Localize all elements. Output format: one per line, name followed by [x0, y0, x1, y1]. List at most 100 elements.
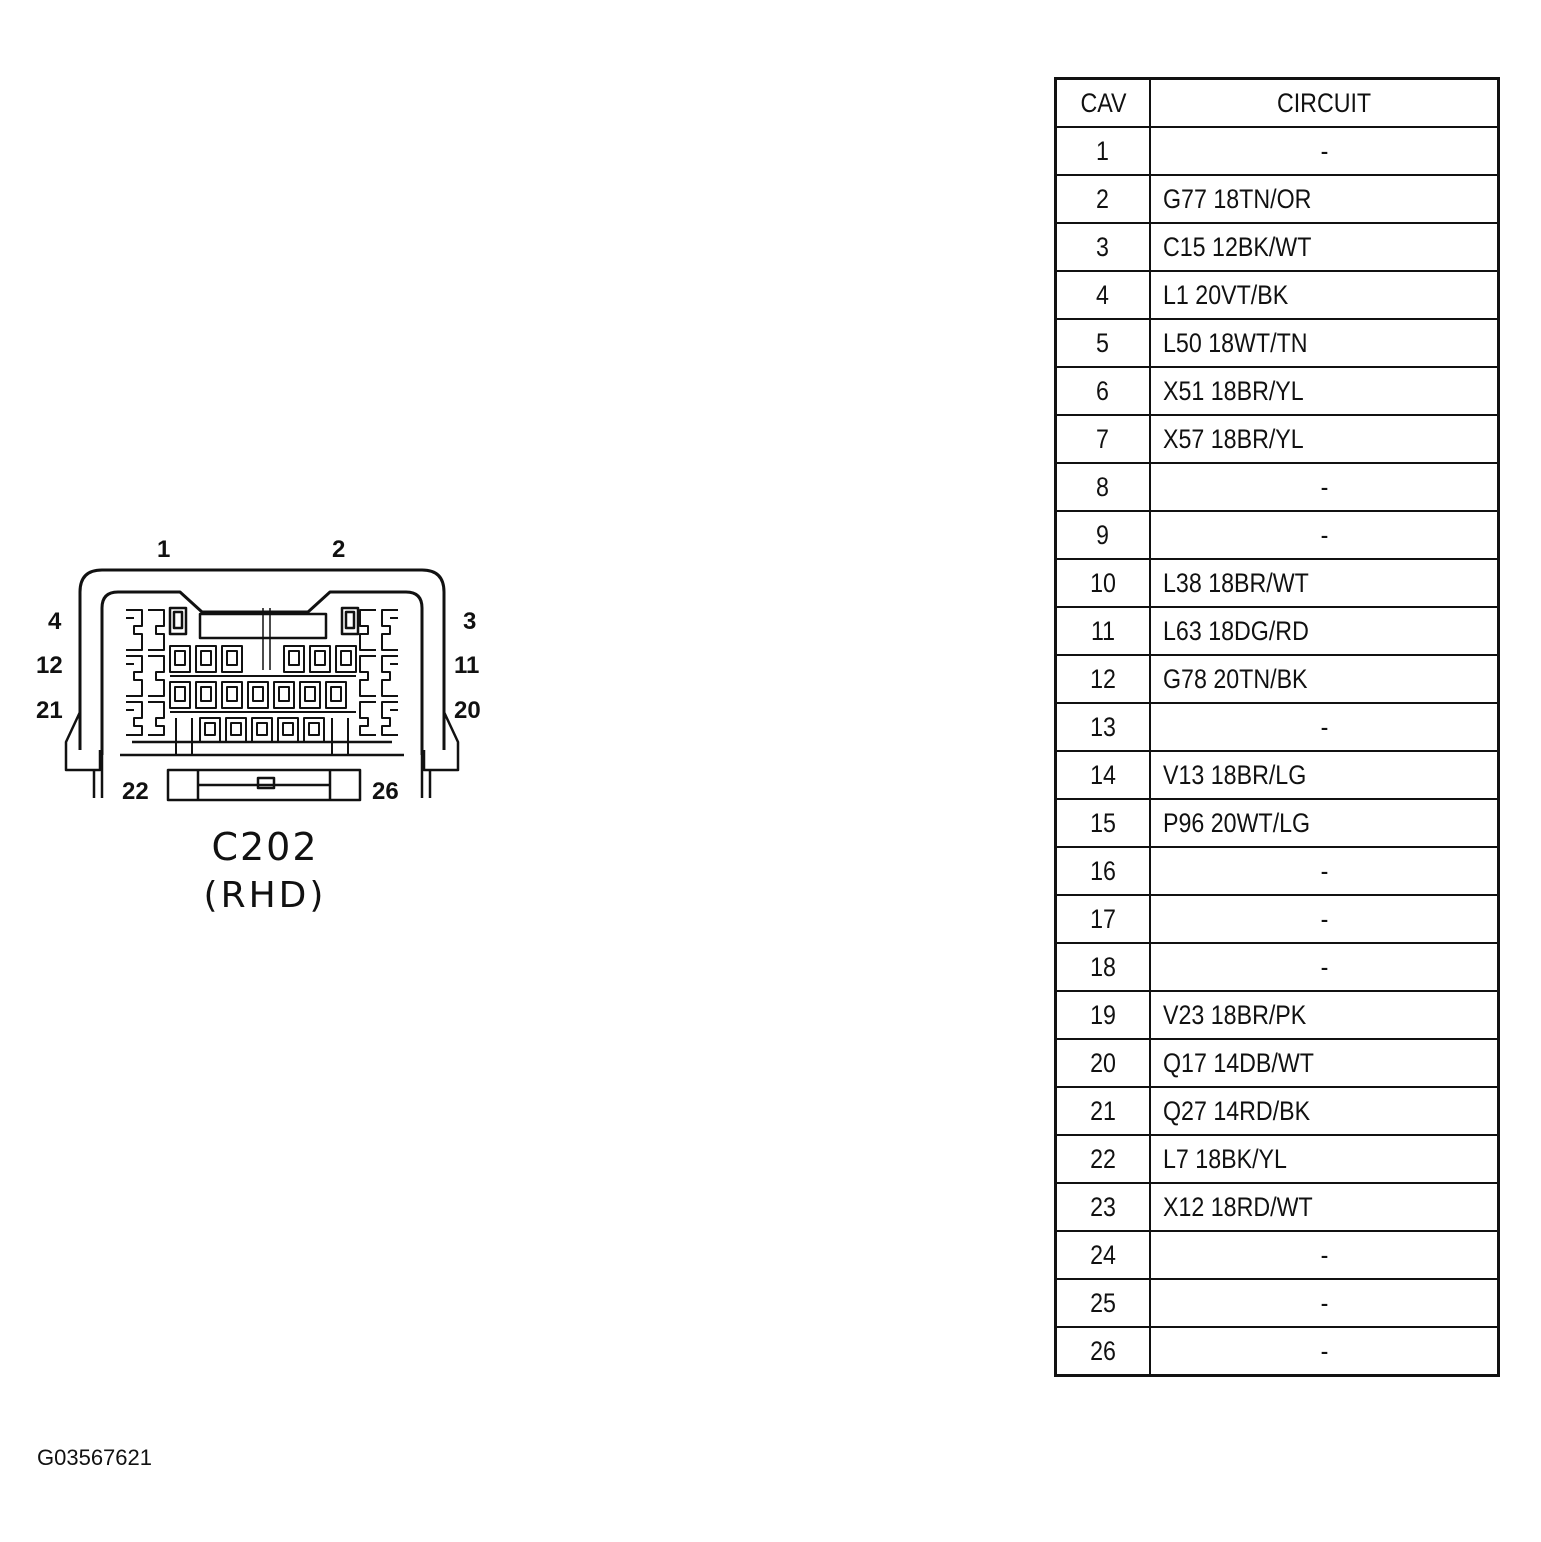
circuit-cell: -	[1149, 894, 1500, 944]
circuit-code: X57 18BR/YL	[1163, 423, 1304, 454]
cav-number: 6	[1096, 375, 1110, 406]
cav-cell: 11	[1054, 606, 1151, 656]
bottom-latch	[166, 768, 362, 802]
circuit-cell: Q27 14RD/BK	[1149, 1086, 1500, 1136]
table-row: 21 Q27 14RD/BK	[1054, 1086, 1500, 1136]
connector-inner-housing	[100, 590, 424, 755]
right-mounting-ear	[422, 711, 460, 772]
pin-label-11: 11	[454, 652, 480, 679]
circuit-code: -	[1320, 903, 1328, 934]
right-terminal-column	[359, 609, 398, 736]
table-row: 24 -	[1054, 1230, 1500, 1280]
cav-number: 13	[1090, 711, 1116, 742]
cav-cell: 19	[1054, 990, 1151, 1040]
cav-number: 8	[1096, 471, 1110, 502]
cav-cell: 3	[1054, 222, 1151, 272]
circuit-cell: Q17 14DB/WT	[1149, 1038, 1500, 1088]
circuit-cell: L38 18BR/WT	[1149, 558, 1500, 608]
cav-cell: 14	[1054, 750, 1151, 800]
cav-number: 16	[1090, 855, 1116, 886]
circuit-code: L1 20VT/BK	[1163, 279, 1289, 310]
circuit-code: V23 18BR/PK	[1163, 999, 1307, 1030]
cav-cell: 15	[1054, 798, 1151, 848]
pin-label-1: 1	[157, 536, 171, 563]
cav-cell: 22	[1054, 1134, 1151, 1184]
circuit-cell: -	[1149, 126, 1500, 176]
circuit-cell: -	[1149, 462, 1500, 512]
cav-cell: 9	[1054, 510, 1151, 560]
pin-label-2: 2	[332, 536, 346, 563]
circuit-code: C15 12BK/WT	[1163, 231, 1312, 262]
circuit-cell: X12 18RD/WT	[1149, 1182, 1500, 1232]
table-row: 23 X12 18RD/WT	[1054, 1182, 1500, 1232]
connector-face-view: 1 2 4 12 21 3 11 20 22 26	[30, 530, 500, 820]
circuit-cell: -	[1149, 702, 1500, 752]
cav-number: 10	[1090, 567, 1116, 598]
circuit-cell: -	[1149, 1278, 1500, 1328]
cav-cell: 24	[1054, 1230, 1151, 1280]
circuit-code: L7 18BK/YL	[1163, 1143, 1287, 1174]
cav-number: 17	[1090, 903, 1116, 934]
cav-number: 26	[1090, 1335, 1116, 1366]
cav-cell: 5	[1054, 318, 1151, 368]
circuit-code: P96 20WT/LG	[1163, 807, 1311, 838]
table-row: 8-	[1054, 462, 1500, 512]
circuit-code: Q17 14DB/WT	[1163, 1047, 1314, 1078]
cav-cell: 10	[1054, 558, 1151, 608]
circuit-cell: P96 20WT/LG	[1149, 798, 1500, 848]
circuit-code: -	[1320, 135, 1328, 166]
circuit-code: Q27 14RD/BK	[1163, 1095, 1311, 1126]
circuit-cell: -	[1149, 1326, 1500, 1377]
table-row: 2 G77 18TN/OR	[1054, 174, 1500, 224]
cav-number: 19	[1090, 999, 1116, 1030]
circuit-cell: X51 18BR/YL	[1149, 366, 1500, 416]
cavity-row-4	[175, 717, 349, 755]
cav-number: 23	[1090, 1191, 1116, 1222]
cav-cell: 7	[1054, 414, 1151, 464]
circuit-cell: L1 20VT/BK	[1149, 270, 1500, 320]
table-row: 22 L7 18BK/YL	[1054, 1134, 1500, 1184]
cav-number: 24	[1090, 1239, 1116, 1270]
cav-number: 22	[1090, 1143, 1116, 1174]
circuit-code: -	[1320, 1239, 1328, 1270]
cav-number: 7	[1096, 423, 1110, 454]
circuit-cell: L50 18WT/TN	[1149, 318, 1500, 368]
cav-cell: 13	[1054, 702, 1151, 752]
pin-label-22: 22	[122, 778, 149, 805]
cav-number: 18	[1090, 951, 1116, 982]
circuit-cell: G77 18TN/OR	[1149, 174, 1500, 224]
table-row: 16 -	[1054, 846, 1500, 896]
cav-number: 5	[1096, 327, 1110, 358]
circuit-cell: -	[1149, 1230, 1500, 1280]
cav-number: 25	[1090, 1287, 1116, 1318]
circuit-code: -	[1320, 1335, 1328, 1366]
table-row: 1-	[1054, 126, 1500, 176]
circuit-code: -	[1320, 711, 1328, 742]
table-row: 19 V23 18BR/PK	[1054, 990, 1500, 1040]
left-terminal-column	[126, 609, 165, 736]
cavity-1	[168, 606, 188, 636]
circuit-cell: C15 12BK/WT	[1149, 222, 1500, 272]
cav-number: 21	[1090, 1095, 1116, 1126]
pin-label-26: 26	[372, 778, 399, 805]
circuit-code: -	[1320, 519, 1328, 550]
circuit-code: -	[1320, 1287, 1328, 1318]
circuit-code: L50 18WT/TN	[1163, 327, 1308, 358]
circuit-code: G78 20TN/BK	[1163, 663, 1308, 694]
cav-number: 1	[1096, 135, 1110, 166]
table-row: 26 -	[1054, 1326, 1500, 1377]
cav-cell: 16	[1054, 846, 1151, 896]
circuit-cell: -	[1149, 846, 1500, 896]
table-row: 6 X51 18BR/YL	[1054, 366, 1500, 416]
connector-name: C202	[211, 825, 319, 869]
table-row: 10 L38 18BR/WT	[1054, 558, 1500, 608]
figure-id: G03567621	[37, 1445, 152, 1470]
table-row: 13 -	[1054, 702, 1500, 752]
cav-cell: 1	[1054, 126, 1151, 176]
circuit-cell: X57 18BR/YL	[1149, 414, 1500, 464]
cav-number: 2	[1096, 183, 1110, 214]
